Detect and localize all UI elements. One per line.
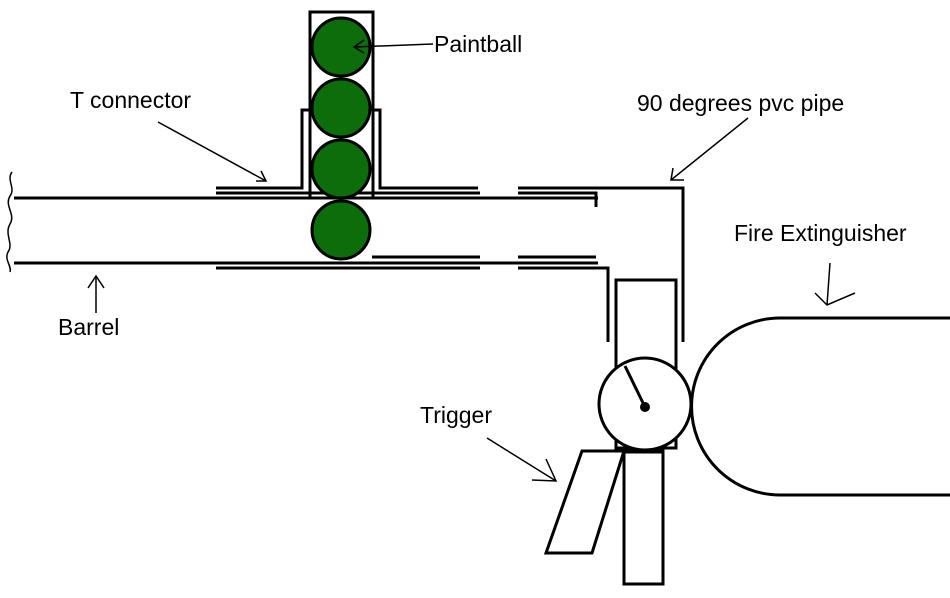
label-fire-extinguisher: Fire Extinguisher	[734, 220, 907, 246]
arrow-fire-extinguisher	[814, 262, 856, 306]
pvc-elbow-inner	[518, 191, 598, 207]
label-trigger: Trigger	[420, 402, 492, 428]
paintball-2	[310, 77, 372, 139]
t-connector-left-top	[216, 108, 310, 190]
label-barrel: Barrel	[58, 314, 120, 340]
fire-extinguisher-body	[690, 316, 950, 497]
trigger-lever	[543, 449, 627, 555]
label-t-connector: T connector	[70, 87, 192, 113]
arrow-paintball	[352, 39, 434, 54]
gauge-needle	[623, 365, 647, 408]
arrow-barrel	[87, 274, 105, 313]
t-connector-right-top	[372, 108, 478, 190]
arrow-t-connector	[157, 121, 268, 182]
pvc-elbow-outer	[518, 186, 685, 342]
barrel-cut-end	[6, 171, 13, 273]
arrow-trigger	[486, 437, 558, 482]
pvc-elbow-inner-down	[596, 266, 610, 342]
label-pvc-pipe: 90 degrees pvc pipe	[637, 90, 845, 116]
paintball-4	[310, 199, 372, 261]
label-paintball: Paintball	[434, 31, 523, 57]
paintball-stack	[310, 16, 372, 261]
grip-handle	[622, 449, 665, 586]
gauge-pivot	[640, 402, 650, 412]
arrow-pvc-pipe	[670, 117, 749, 181]
paintball-3	[310, 138, 372, 200]
